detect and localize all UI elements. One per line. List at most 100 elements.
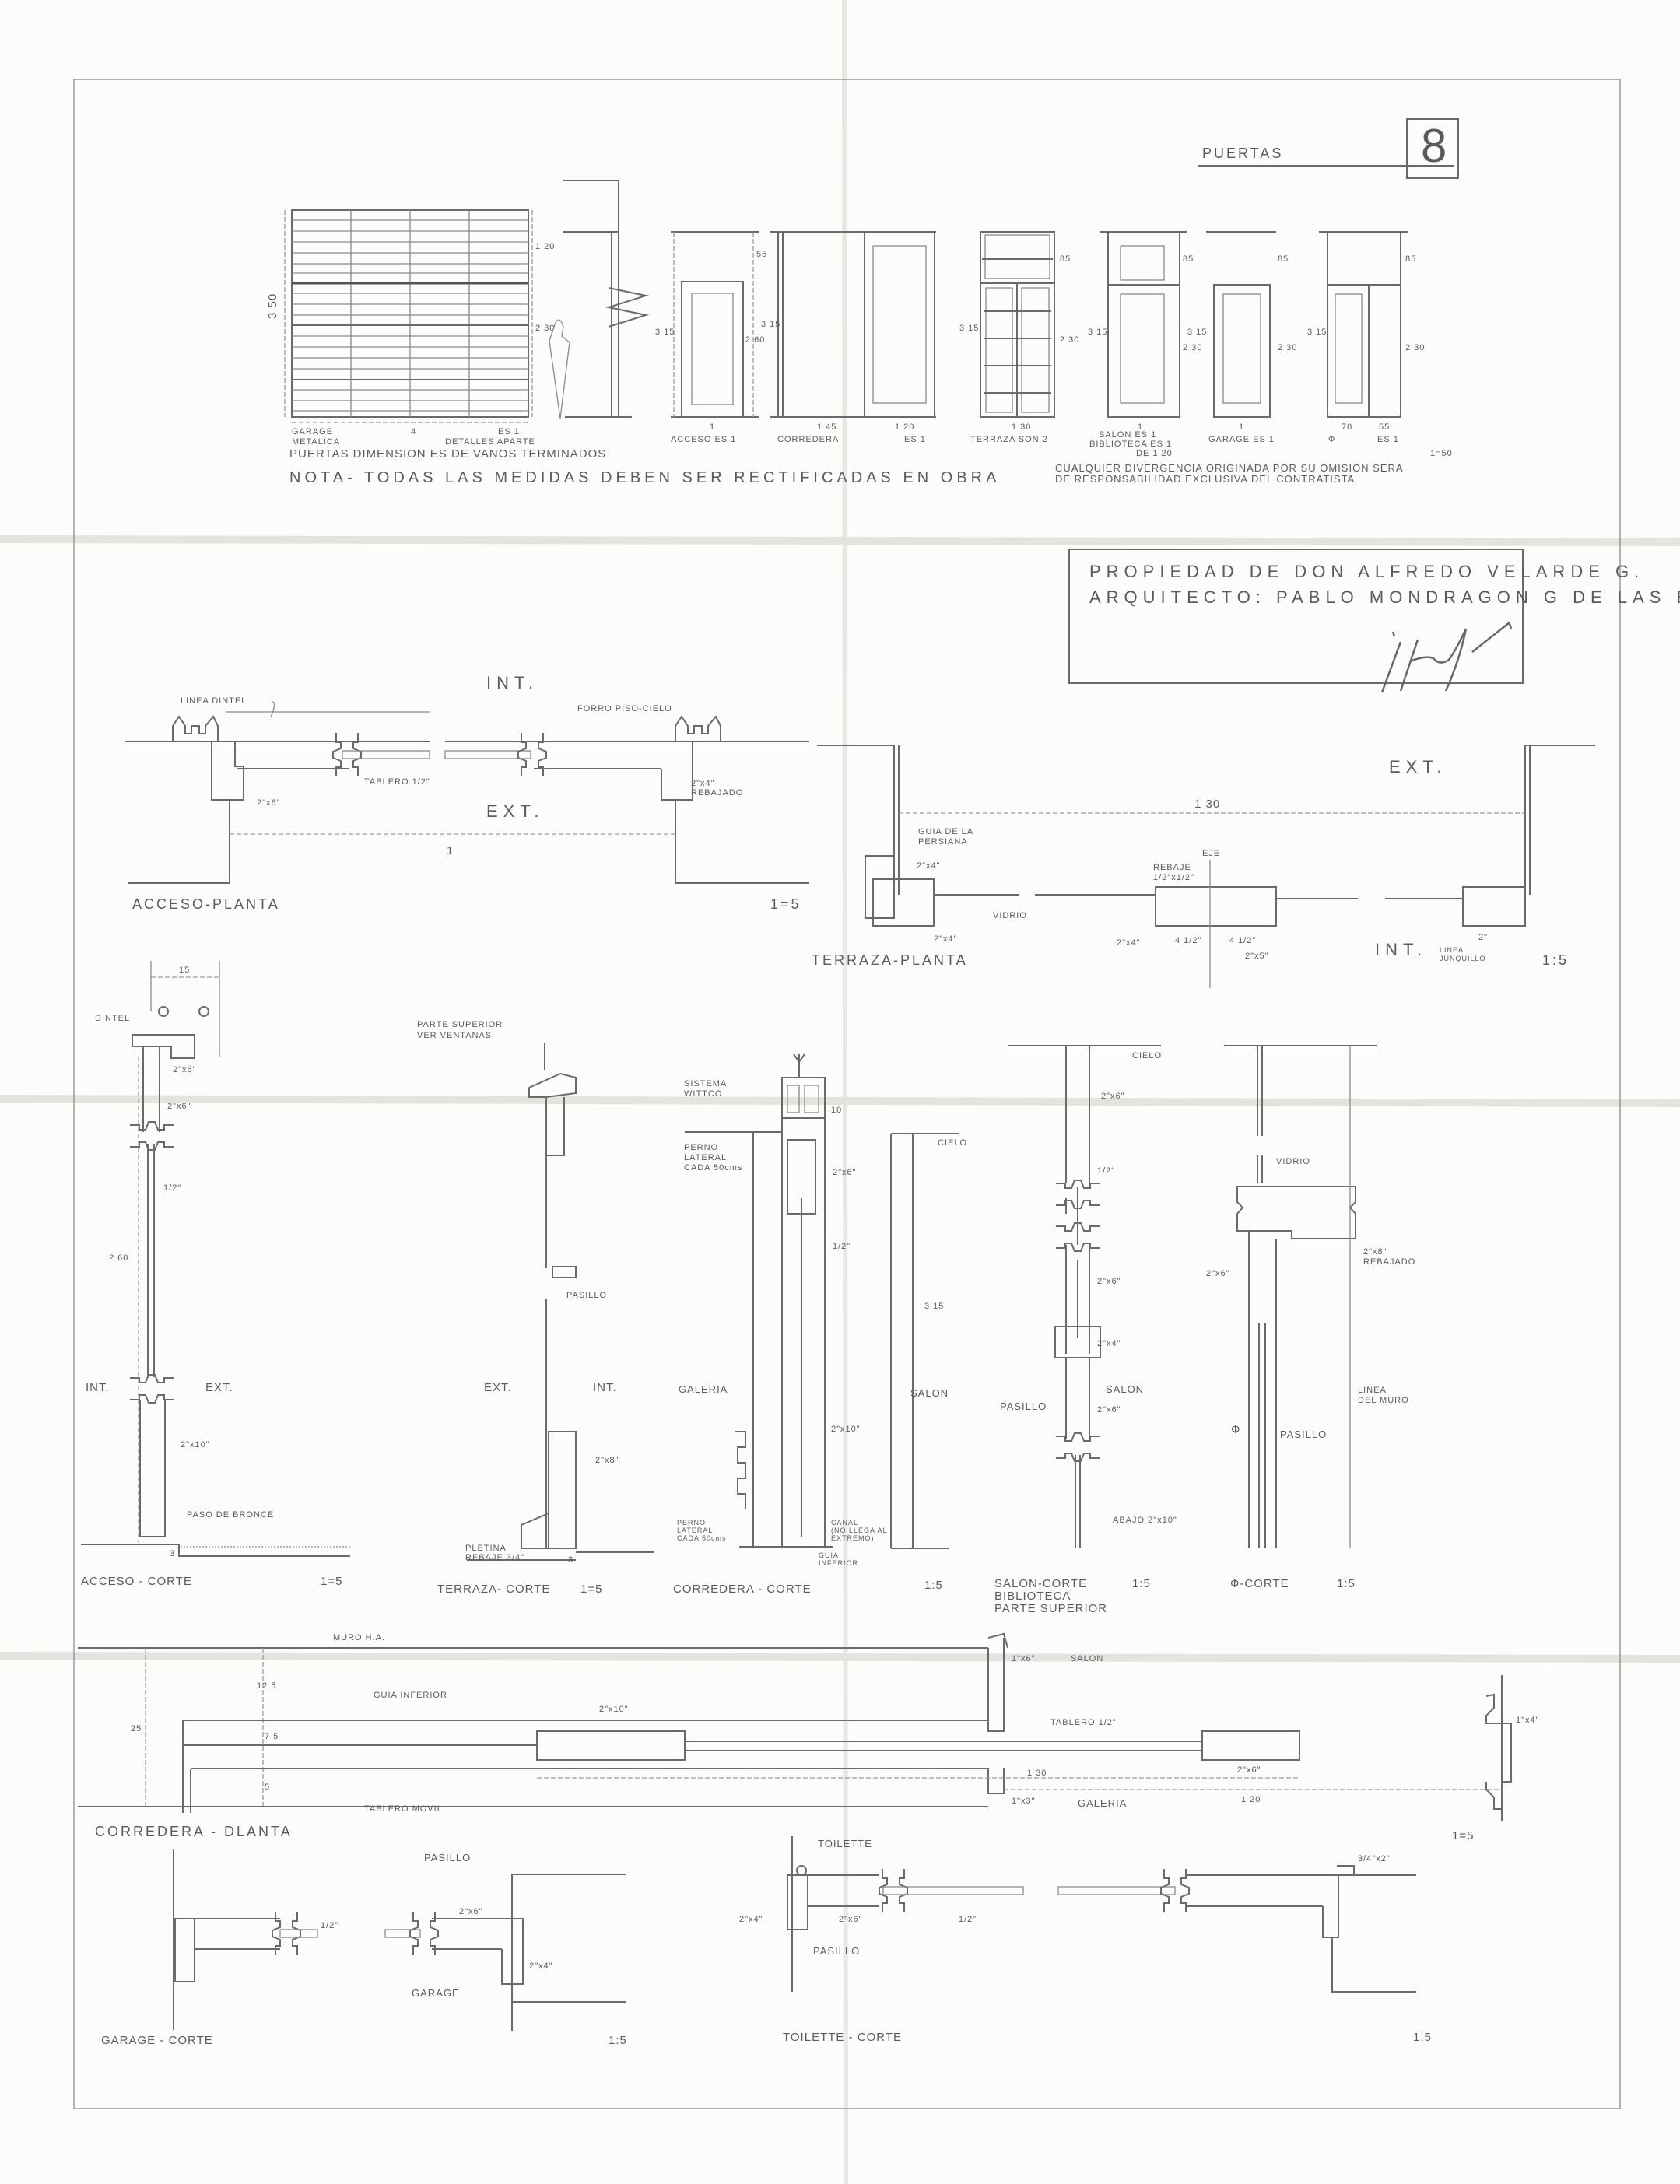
dim-label: 1 — [1138, 422, 1143, 432]
annotation: 2"x6" — [839, 1915, 863, 1924]
annotation: CADA 50cms — [677, 1534, 727, 1542]
annotation: DINTEL — [95, 1014, 130, 1023]
owner-line: PROPIEDAD DE DON ALFREDO VELARDE G. — [1089, 562, 1644, 581]
elevation-label: GARAGE ES 1 — [1208, 435, 1275, 444]
dim-label: 2 30 — [1278, 343, 1297, 352]
dim-label: 2 60 — [745, 335, 765, 345]
dim-label: 1 30 — [1012, 422, 1031, 432]
annotation: CIELO — [938, 1138, 967, 1148]
note-verify: NOTA- TODAS LAS MEDIDAS DEBEN SER RECTIF… — [289, 469, 1000, 486]
annotation: EJE — [1202, 849, 1220, 858]
dim-label: 1 20 — [895, 422, 914, 432]
elevation-label: GARAGE — [292, 427, 333, 436]
dim-label: 2 30 — [535, 324, 555, 333]
detail-title: BIBLIOTECA — [994, 1590, 1071, 1603]
dim-label: 3 15 — [761, 320, 780, 329]
acceso-planta: INT. LINEA DINTEL FORRO PISO-CIELO 2"x6"… — [125, 673, 809, 912]
dim-label: 3 15 — [924, 1302, 944, 1311]
annotation: LATERAL — [684, 1153, 727, 1162]
dim-label: 85 — [1278, 254, 1289, 264]
annotation: TABLERO 1/2" — [1050, 1718, 1117, 1727]
phi-corte: VIDRIO 2"x8" REBAJADO 2"x6" LINEA DEL MU… — [1206, 1045, 1415, 1590]
scale-label: 1:5 — [1337, 1577, 1356, 1590]
annotation: 2"x6" — [1101, 1092, 1125, 1101]
scale-label: 1:5 — [1132, 1577, 1151, 1590]
annotation: 2"x4" — [739, 1915, 763, 1924]
dim-label: 10 — [831, 1106, 842, 1115]
architect-signature — [1380, 622, 1513, 693]
annotation: GUIA DE LA — [918, 827, 973, 836]
annotation: 2"x6" — [167, 1102, 191, 1111]
detail-title: ACCESO - CORTE — [81, 1575, 192, 1588]
room-label: PASILLO — [424, 1852, 471, 1863]
dim-label: 12 5 — [257, 1681, 276, 1691]
annotation: VER VENTANAS — [417, 1031, 492, 1040]
dim-label: 3 15 — [959, 324, 979, 333]
sheet-number-box — [1406, 118, 1459, 179]
dim-label: 25 — [131, 1724, 142, 1734]
note-liability: DE RESPONSABILIDAD EXCLUSIVA DEL CONTRAT… — [1055, 473, 1355, 485]
dim-label: 2 30 — [1405, 343, 1425, 352]
annotation: REBAJADO — [691, 788, 743, 798]
dim-label: 85 — [1060, 254, 1071, 264]
annotation: 2"x6" — [257, 798, 281, 808]
sheet-number: 8 — [1421, 120, 1447, 172]
umbrella-sketch — [549, 319, 570, 419]
annotation: PERNO — [677, 1519, 706, 1527]
annotation: TABLERO MOVIL — [364, 1804, 443, 1814]
toilette-corte: TOILETTE 2"x4" 2"x6" 1/2" 3/4"x2" PASILL… — [739, 1836, 1431, 2044]
annotation: PASO DE BRONCE — [187, 1510, 274, 1520]
annotation: GUIA INFERIOR — [374, 1691, 447, 1700]
side-label: EXT. — [1389, 757, 1447, 776]
corredera-planta: MURO H.A. SALON 1"x6" 25 12 5 GUIA INFER… — [78, 1632, 1539, 1842]
dim-label: 1 — [710, 422, 715, 432]
annotation: REBAJE — [1153, 863, 1191, 872]
annotation: 2"x6" — [1206, 1269, 1230, 1278]
elevation-label: TERRAZA SON 2 — [970, 435, 1048, 444]
annotation: LATERAL — [677, 1527, 713, 1534]
elevation-label: BIBLIOTECA ES 1 — [1089, 440, 1172, 449]
elevation-label: ACCESO ES 1 — [671, 435, 736, 444]
scale-label: 1:5 — [609, 2034, 627, 2047]
annotation: ABAJO 2"x10" — [1113, 1516, 1177, 1525]
room-label: PASILLO — [1000, 1400, 1047, 1412]
elevation-garage-metalica: 3 50 1 20 2 30 GARAGE METALICA 4 ES 1 DE… — [266, 180, 649, 447]
scale-label: 1:5 — [1542, 952, 1569, 968]
annotation: 2"x10" — [181, 1440, 210, 1450]
scale-label: 1=50 — [1430, 449, 1453, 458]
dim-label: 3 15 — [655, 328, 675, 337]
detail-title: Ф-CORTE — [1230, 1577, 1289, 1590]
side-label: INT. — [486, 673, 538, 692]
sheet-border — [73, 79, 1621, 2109]
annotation: GUIA — [819, 1551, 839, 1559]
annotation: SISTEMA — [684, 1079, 727, 1088]
detail-title: CORREDERA - CORTE — [673, 1583, 812, 1596]
elevation-label: Ф — [1328, 435, 1335, 444]
dim-label: 55 — [1379, 422, 1390, 432]
room-label: SALON — [1071, 1654, 1103, 1663]
title-block: PROPIEDAD DE DON ALFREDO VELARDE G. ARQU… — [1068, 549, 1680, 693]
annotation: PLETINA — [465, 1544, 507, 1553]
annotation: LINEA DINTEL — [181, 696, 247, 706]
annotation: INFERIOR — [819, 1559, 858, 1567]
annotation: VIDRIO — [1276, 1157, 1310, 1166]
dim-label: 1 45 — [817, 422, 836, 432]
room-label: SALON — [1106, 1383, 1144, 1395]
terraza-corte: PARTE SUPERIOR VER VENTANAS PASILLO EXT.… — [417, 1020, 654, 1596]
dim-label: 55 — [756, 250, 767, 259]
detail-title: SALON-CORTE — [994, 1577, 1087, 1590]
dim-label: 3 15 — [1088, 328, 1107, 337]
garage-side-section — [563, 180, 649, 418]
annotation: 2"x5" — [1245, 952, 1269, 961]
annotation: 2"x6" — [459, 1907, 483, 1916]
annotation: WITTCO — [684, 1089, 722, 1099]
elevation-label: CORREDERA — [777, 435, 839, 444]
annotation: 2"x6" — [1097, 1277, 1121, 1286]
dim-label: 85 — [1405, 254, 1416, 264]
room-label: Ф — [1231, 1423, 1240, 1436]
detail-1x4-profile — [1485, 1675, 1512, 1821]
dim-label: 1 — [1239, 422, 1244, 432]
annotation: 2"x4" — [1117, 938, 1141, 948]
